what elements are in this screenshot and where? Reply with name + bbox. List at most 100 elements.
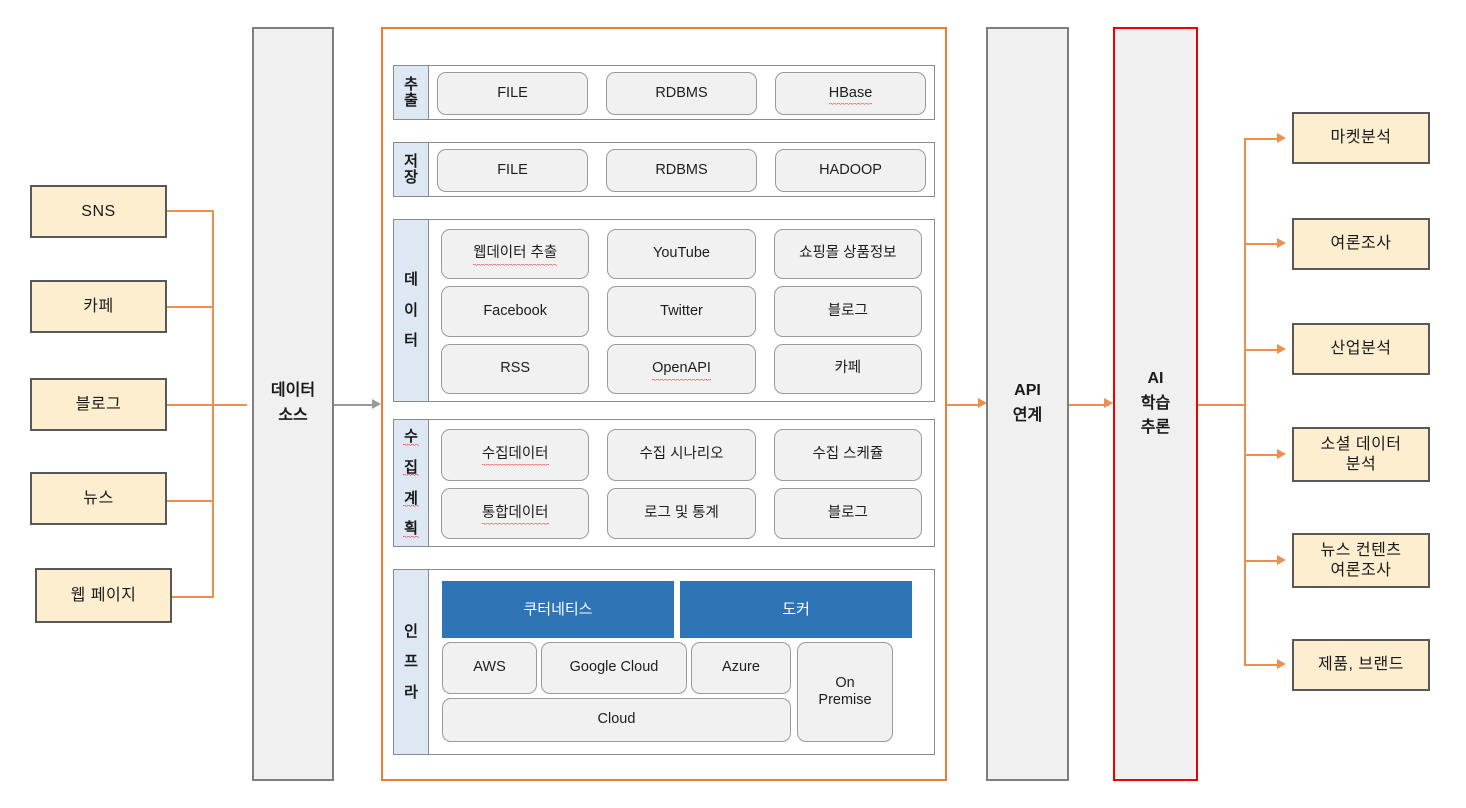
section-collection-plan-body: 수집데이터 수집 시나리오 수집 스케쥴 통합데이터 로그 및 통계 블로그 [429, 420, 934, 546]
section-extract: 추 출 FILE RDBMS HBase [393, 65, 935, 120]
chip-cloud[interactable]: Cloud [442, 698, 791, 742]
chip-label: Google Cloud [569, 659, 659, 676]
chip-label-line2: Premise [818, 692, 872, 708]
chip-blog[interactable]: 블로그 [773, 286, 922, 337]
section-label-char: 이 [404, 301, 418, 319]
column-data-source[interactable]: 데이터 소스 [252, 27, 334, 781]
source-box-webpage[interactable]: 웹 페이지 [35, 568, 172, 623]
chip-blog[interactable]: 블로그 [773, 487, 922, 539]
connector-webpage [172, 596, 214, 598]
connector-sns [167, 210, 214, 212]
chip-rss[interactable]: RSS [441, 343, 590, 394]
chip-twitter[interactable]: Twitter [607, 286, 756, 337]
chip-cafe[interactable]: 카페 [773, 343, 922, 394]
output-label-line2: 여론조사 [1330, 561, 1392, 579]
section-label-char: 수 [403, 428, 419, 447]
chip-label: HBase [828, 84, 873, 106]
chip-label: 통합데이터 [481, 504, 549, 526]
arrow-output-poll-icon [1277, 238, 1286, 248]
chip-grid: 웹데이터 추출 YouTube 쇼핑몰 상품정보 Facebook Twitte… [441, 229, 922, 394]
chip-on-premise[interactable]: On Premise [797, 642, 893, 742]
chip-label: 로그 및 통계 [644, 504, 719, 521]
chip-label: Cloud [597, 711, 636, 728]
chip-azure[interactable]: Azure [691, 642, 791, 694]
chip-web-data-extract[interactable]: 웹데이터 추출 [441, 229, 590, 280]
section-storage: 저 장 FILE RDBMS HADOOP [393, 142, 935, 197]
chip-shoppingmall[interactable]: 쇼핑몰 상품정보 [773, 229, 922, 280]
chip-hbase[interactable]: HBase [775, 72, 926, 115]
chip-file[interactable]: FILE [437, 72, 588, 115]
chip-openapi[interactable]: OpenAPI [607, 343, 756, 394]
output-box-news-content-opinion[interactable]: 뉴스 컨텐츠 여론조사 [1292, 533, 1430, 588]
chip-file[interactable]: FILE [437, 149, 588, 192]
section-collection-plan-label: 수 집 계 획 [394, 420, 429, 546]
section-data: 데 이 터 웹데이터 추출 YouTube 쇼핑몰 상품정보 Facebook … [393, 219, 935, 402]
chip-label: Facebook [483, 302, 547, 319]
chip-collect-scenario[interactable]: 수집 시나리오 [607, 429, 756, 481]
column-ai[interactable]: AI 학습 추론 [1113, 27, 1198, 781]
chip-log-stats[interactable]: 로그 및 통계 [607, 487, 756, 539]
connector-output-poll [1244, 243, 1280, 245]
chip-label: RDBMS [655, 161, 708, 178]
chip-rdbms[interactable]: RDBMS [606, 72, 757, 115]
chip-aws[interactable]: AWS [442, 642, 537, 694]
output-label-line2: 분석 [1345, 455, 1377, 473]
chip-hadoop[interactable]: HADOOP [775, 149, 926, 192]
section-storage-body: FILE RDBMS HADOOP [429, 143, 934, 196]
chip-docker[interactable]: 도커 [680, 581, 912, 638]
connector-ai-out [1198, 404, 1246, 406]
output-box-social-data-analysis[interactable]: 소셜 데이터 분석 [1292, 427, 1430, 482]
chip-grid: FILE RDBMS HBase [437, 72, 926, 115]
chip-kubernetes[interactable]: 쿠터네티스 [442, 581, 674, 638]
section-infra-label: 인 프 라 [394, 570, 429, 754]
chip-rdbms[interactable]: RDBMS [606, 149, 757, 192]
chip-grid: FILE RDBMS HADOOP [437, 149, 926, 192]
chip-label: FILE [497, 161, 528, 178]
chip-label: 카페 [834, 360, 862, 377]
arrow-output-news-icon [1277, 555, 1286, 565]
chip-label: 웹데이터 추출 [473, 245, 558, 267]
chip-collect-schedule[interactable]: 수집 스케쥴 [773, 429, 922, 481]
connector-output-industry [1244, 349, 1280, 351]
chip-label: RSS [500, 360, 531, 377]
source-box-blog[interactable]: 블로그 [30, 378, 167, 431]
chip-label: OpenAPI [652, 360, 711, 381]
source-box-sns[interactable]: SNS [30, 185, 167, 238]
section-collection-plan: 수 집 계 획 수집데이터 수집 시나리오 수집 스케쥴 통합데이터 로그 및 … [393, 419, 935, 547]
section-label-char: 집 [403, 459, 419, 477]
chip-label: 블로그 [827, 504, 868, 521]
chip-label: 쿠터네티스 [523, 600, 593, 618]
column-label-line1: AI [1147, 369, 1164, 387]
output-box-industry-analysis[interactable]: 산업분석 [1292, 323, 1430, 375]
output-label-line1: 여론조사 [1330, 235, 1392, 252]
source-box-news[interactable]: 뉴스 [30, 472, 167, 525]
chip-label: Azure [722, 659, 760, 676]
chip-label: Twitter [660, 302, 703, 319]
source-box-cafe[interactable]: 카페 [30, 280, 167, 333]
chip-facebook[interactable]: Facebook [441, 286, 590, 337]
section-label-char: 추 [404, 76, 418, 94]
section-label-char: 획 [403, 520, 419, 538]
output-box-product-brand[interactable]: 제품, 브랜드 [1292, 639, 1430, 691]
chip-youtube[interactable]: YouTube [607, 229, 756, 280]
connector-datasource-to-platform [334, 404, 374, 406]
arrow-output-industry-icon [1277, 344, 1286, 354]
section-label-char: 계 [403, 489, 419, 508]
chip-integrated-data[interactable]: 통합데이터 [441, 487, 590, 539]
arrow-platform-to-api-icon [978, 398, 987, 408]
output-label-line1: 마켓분석 [1330, 129, 1392, 146]
section-label-char: 라 [404, 683, 418, 701]
chip-google-cloud[interactable]: Google Cloud [541, 642, 687, 694]
column-api[interactable]: API 연계 [986, 27, 1069, 781]
arrow-output-brand-icon [1277, 659, 1286, 669]
chip-label: YouTube [653, 245, 710, 262]
section-extract-label: 추 출 [394, 66, 429, 119]
connector-news [167, 500, 214, 502]
output-label-line1: 소셜 데이터 [1320, 435, 1402, 453]
section-infra: 인 프 라 쿠터네티스 도커 AWS Google Cloud Azure [393, 569, 935, 755]
output-box-public-opinion[interactable]: 여론조사 [1292, 218, 1430, 270]
column-label-line1: 데이터 [270, 382, 316, 400]
chip-label: HADOOP [819, 161, 882, 178]
output-box-market-analysis[interactable]: 마켓분석 [1292, 112, 1430, 164]
chip-collect-data[interactable]: 수집데이터 [441, 429, 590, 481]
